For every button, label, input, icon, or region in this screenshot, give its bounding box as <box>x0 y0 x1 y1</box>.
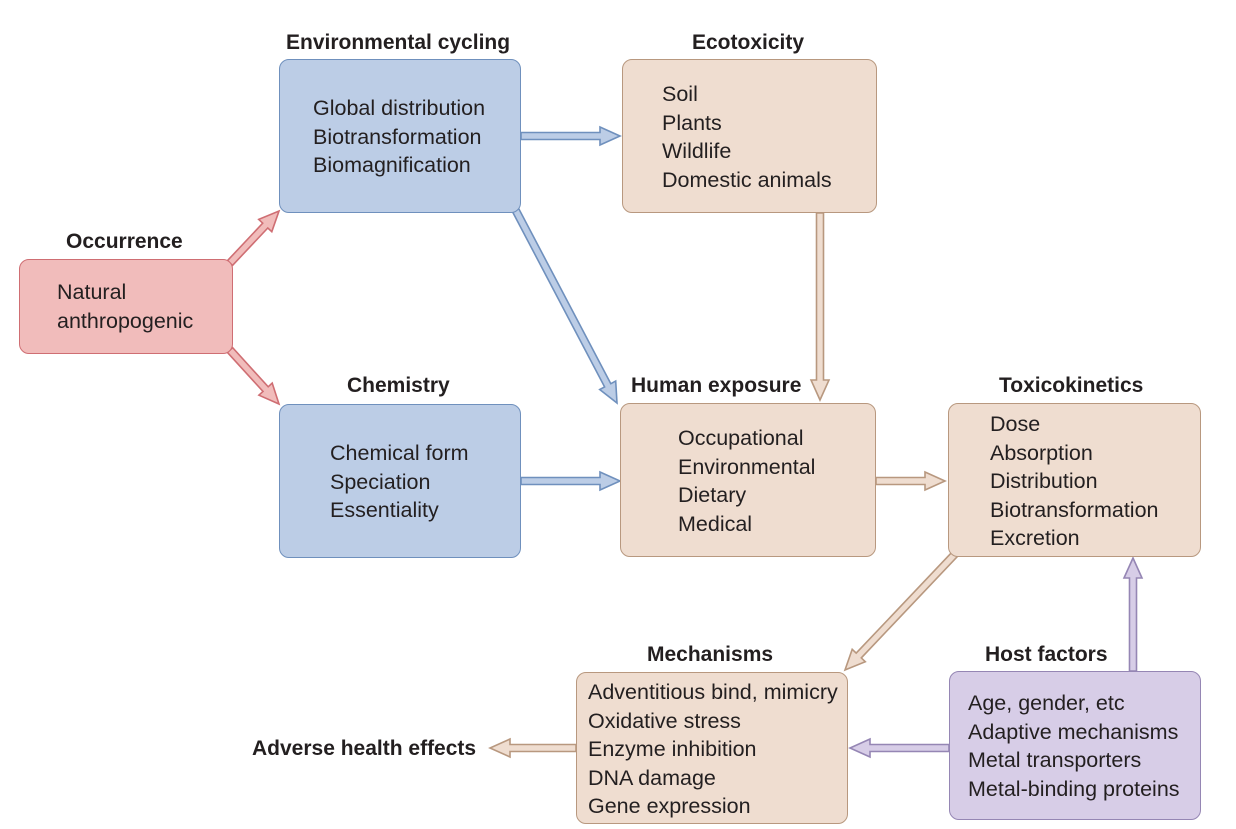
arrow-environmental-cycling-to-ecotoxicity <box>520 125 622 147</box>
human-exposure-item: Dietary <box>678 483 747 507</box>
host-factors-box: Age, gender, etc Adaptive mechanisms Met… <box>949 671 1201 820</box>
toxicokinetics-item: Absorption <box>990 440 1093 465</box>
host-factors-item: Adaptive mechanisms <box>968 719 1179 744</box>
human-exposure-item: Occupational <box>678 426 804 450</box>
ecotoxicity-title: Ecotoxicity <box>692 31 805 54</box>
mechanisms-item: Enzyme inhibition <box>588 737 757 761</box>
toxicokinetics-item: Excretion <box>990 526 1080 550</box>
human-exposure-item: Medical <box>678 511 753 536</box>
toxicokinetics-list: Dose Absorption Distribution Biotransfor… <box>990 410 1159 553</box>
toxicokinetics-box: Dose Absorption Distribution Biotransfor… <box>948 403 1201 557</box>
occurrence-item: Natural <box>57 280 127 304</box>
occurrence-box: Natural anthropogenic <box>19 259 233 354</box>
mechanisms-list: Adventitious bind, mimicry Oxidative str… <box>588 678 838 821</box>
ecotoxicity-item: Plants <box>662 110 722 135</box>
mechanisms-item: Adventitious bind, mimicry <box>588 680 838 704</box>
mechanisms-title: Mechanisms <box>647 643 774 666</box>
human-exposure-box: Occupational Environmental Dietary Medic… <box>620 403 876 557</box>
ecotoxicity-item: Domestic animals <box>662 167 832 192</box>
arrow-chemistry-to-human-exposure <box>520 470 622 492</box>
adverse-health-effects-label: Adverse health effects <box>252 737 477 760</box>
environmental-cycling-title: Environmental cycling <box>286 31 511 54</box>
environmental-cycling-list: Global distribution Biotransformation Bi… <box>313 94 485 180</box>
chemistry-item: Speciation <box>330 469 431 494</box>
chemistry-list: Chemical form Speciation Essentiality <box>330 439 469 525</box>
ecotoxicity-item: Wildlife <box>662 139 732 163</box>
arrow-occurrence-to-environmental-cycling <box>226 209 281 267</box>
host-factors-list: Age, gender, etc Adaptive mechanisms Met… <box>968 689 1180 803</box>
environmental-cycling-item: Global distribution <box>313 96 486 120</box>
host-factors-title: Host factors <box>985 643 1108 666</box>
mechanisms-item: Gene expression <box>588 794 751 818</box>
ecotoxicity-box: Soil Plants Wildlife Domestic animals <box>622 59 877 213</box>
chemistry-box: Chemical form Speciation Essentiality <box>279 404 521 558</box>
arrow-environmental-cycling-to-human-exposure <box>510 206 618 405</box>
chemistry-title: Chemistry <box>347 374 450 397</box>
toxicokinetics-title: Toxicokinetics <box>999 374 1144 397</box>
ecotoxicity-list: Soil Plants Wildlife Domestic animals <box>662 80 832 194</box>
environmental-cycling-item: Biomagnification <box>313 153 471 177</box>
host-factors-item: Metal-binding proteins <box>968 776 1180 801</box>
toxicokinetics-item: Distribution <box>990 469 1098 493</box>
arrow-mechanisms-to-adverse-health-effects <box>488 737 577 759</box>
environmental-cycling-box: Global distribution Biotransformation Bi… <box>279 59 521 213</box>
host-factors-item: Age, gender, etc <box>968 691 1125 715</box>
host-factors-item: Metal transporters <box>968 748 1142 772</box>
arrow-host-factors-to-toxicokinetics <box>1122 556 1144 672</box>
occurrence-title: Occurrence <box>66 230 183 253</box>
mechanisms-item: DNA damage <box>588 765 716 790</box>
mechanisms-item: Oxidative stress <box>588 708 741 733</box>
toxicokinetics-item: Dose <box>990 412 1041 436</box>
arrow-ecotoxicity-to-human-exposure <box>809 212 831 402</box>
ecotoxicity-item: Soil <box>662 82 698 106</box>
human-exposure-title: Human exposure <box>631 374 802 397</box>
mechanisms-box: Adventitious bind, mimicry Oxidative str… <box>576 672 848 824</box>
chemistry-item: Essentiality <box>330 498 439 522</box>
toxicokinetics-item: Biotransformation <box>990 497 1159 522</box>
occurrence-item: anthropogenic <box>57 308 194 333</box>
arrow-occurrence-to-chemistry <box>226 346 281 406</box>
arrow-host-factors-to-mechanisms <box>848 737 950 759</box>
occurrence-list: Natural anthropogenic <box>57 278 193 335</box>
human-exposure-list: Occupational Environmental Dietary Medic… <box>678 424 815 538</box>
arrow-toxicokinetics-to-mechanisms <box>843 550 959 672</box>
chemistry-item: Chemical form <box>330 441 469 465</box>
arrow-human-exposure-to-toxicokinetics <box>875 470 947 492</box>
environmental-cycling-item: Biotransformation <box>313 124 482 149</box>
human-exposure-item: Environmental <box>678 454 816 479</box>
